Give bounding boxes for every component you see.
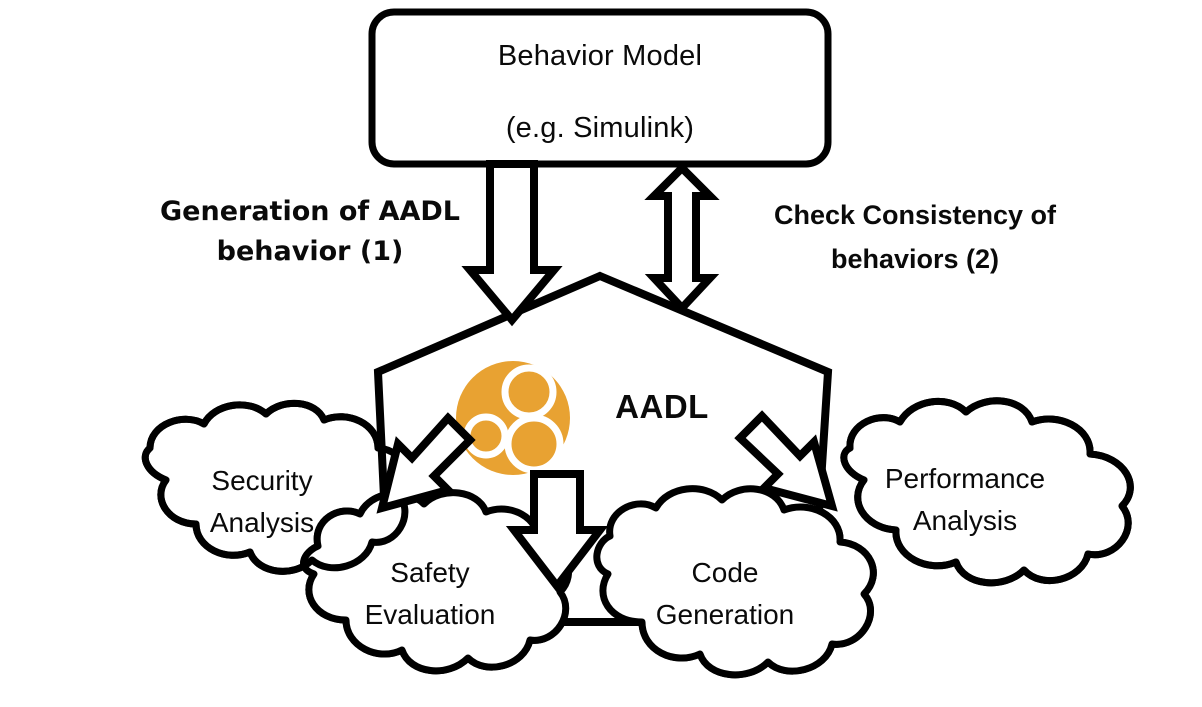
aadl-label: AADL xyxy=(615,388,709,425)
behavior-model-subtitle: (e.g. Simulink) xyxy=(505,112,695,144)
code-arrow xyxy=(505,470,609,593)
behavior-model-box[interactable] xyxy=(368,8,832,168)
cloud-label-security-line2: Analysis xyxy=(209,507,315,538)
cloud-label-safety-line2: Evaluation xyxy=(364,599,496,630)
cloud-label-performance-line2: Analysis xyxy=(912,505,1018,536)
consistency-arrow xyxy=(644,162,720,314)
generation-annotation-line1: Generation of AADL xyxy=(160,196,460,227)
cloud-label-safety-line1: Safety xyxy=(390,557,470,588)
cloud-label-code-line1: Code xyxy=(691,557,759,588)
safety-arrow xyxy=(376,412,476,514)
generation-annotation-line2: behavior (1) xyxy=(216,236,404,267)
performance-arrow xyxy=(734,410,838,512)
behavior-model-title: Behavior Model xyxy=(497,40,703,72)
consistency-annotation-line1: Check Consistency of xyxy=(773,200,1057,230)
cloud-label-code-line2: Generation xyxy=(655,599,795,630)
cloud-overlap-layer xyxy=(141,397,1134,679)
generation-arrow xyxy=(461,160,563,327)
cloud-label-security-line1: Security xyxy=(211,465,313,496)
aadl-logo xyxy=(456,361,570,475)
consistency-annotation-line2: behaviors (2) xyxy=(830,244,1000,274)
cloud-label-performance-line1: Performance xyxy=(884,463,1046,494)
